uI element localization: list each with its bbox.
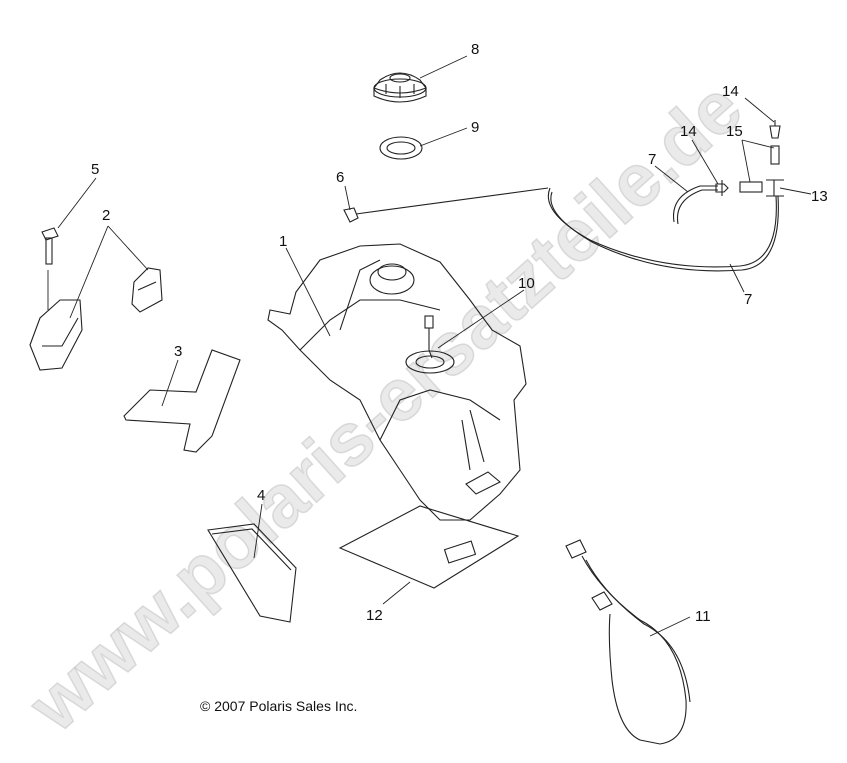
copyright-notice: © 2007 Polaris Sales Inc. xyxy=(200,698,358,714)
part-pad-sheet xyxy=(207,523,297,623)
callout-14-upper: 14 xyxy=(722,83,739,100)
part-fuel-cap xyxy=(373,72,427,103)
callout-9: 9 xyxy=(471,119,479,136)
callout-14-lower: 14 xyxy=(680,123,697,140)
part-wire-harness xyxy=(565,539,691,745)
part-shield-plate xyxy=(338,505,520,589)
callout-5: 5 xyxy=(91,161,99,178)
callout-8: 8 xyxy=(471,41,479,58)
part-vent-fittings xyxy=(715,120,784,197)
callout-1: 1 xyxy=(279,233,287,250)
part-l-pad xyxy=(123,349,241,453)
callout-13: 13 xyxy=(811,188,828,205)
watermark-text: www.polaris-ersatzteile.de xyxy=(12,65,757,747)
callout-15: 15 xyxy=(726,123,743,140)
callout-7-lower: 7 xyxy=(744,291,752,308)
callout-10: 10 xyxy=(518,275,535,292)
callout-3: 3 xyxy=(174,343,182,360)
part-vent-hose xyxy=(547,185,779,272)
callout-7-upper: 7 xyxy=(648,151,656,168)
part-vent-fitting xyxy=(343,187,549,223)
part-gasket xyxy=(379,136,423,160)
callout-12: 12 xyxy=(366,607,383,624)
callout-4: 4 xyxy=(257,487,265,504)
leader-lines xyxy=(57,55,812,637)
part-bolt xyxy=(41,227,59,310)
part-brackets xyxy=(29,267,163,371)
part-fuel-pump-wire xyxy=(424,315,434,359)
callout-11: 11 xyxy=(695,608,711,625)
part-fuel-tank xyxy=(267,243,527,521)
callout-2: 2 xyxy=(102,207,110,224)
callout-6: 6 xyxy=(336,169,344,186)
